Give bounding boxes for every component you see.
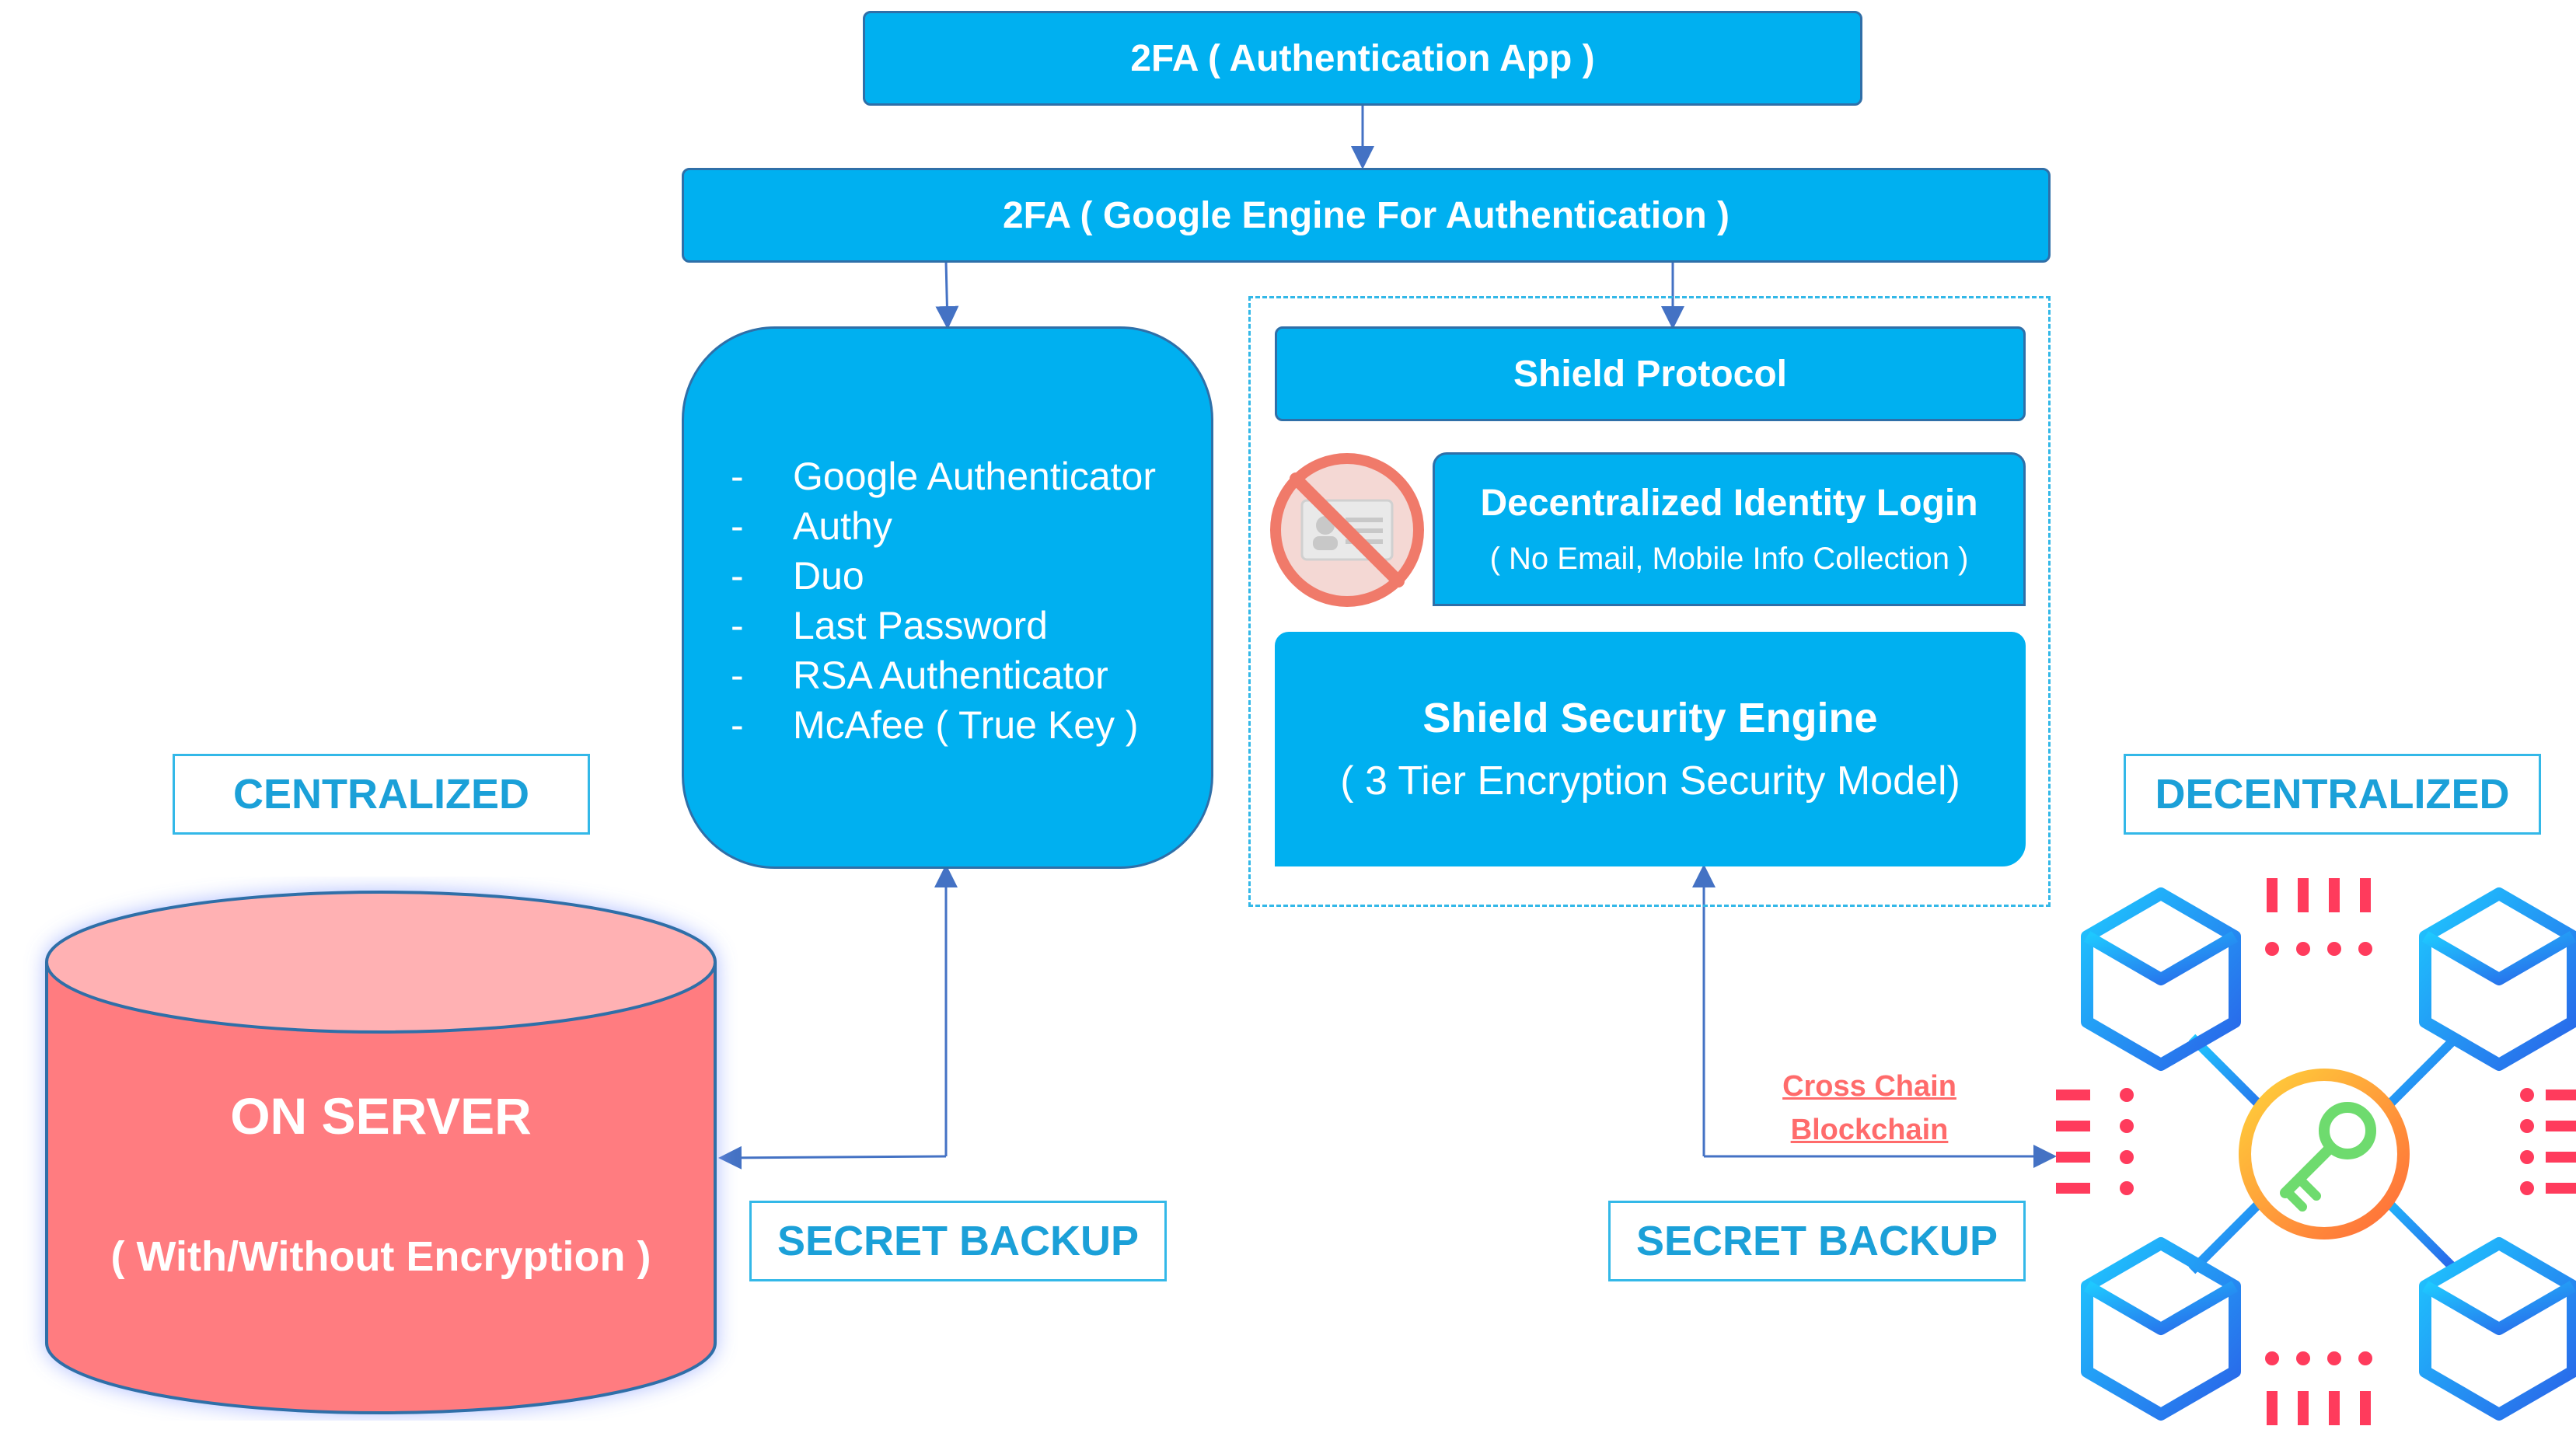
- authenticator-name: Google Authenticator: [793, 455, 1156, 498]
- list-item: -McAfee ( True Key ): [731, 700, 1156, 750]
- authenticator-name: Last Password: [793, 604, 1048, 647]
- connector-engine-to-list: [935, 260, 959, 329]
- shield-protocol-label: Shield Protocol: [1513, 353, 1788, 395]
- identity-login-box: Decentralized Identity Login ( No Email,…: [1433, 452, 2026, 606]
- centralized-label: CENTRALIZED: [173, 754, 590, 835]
- google-engine-box: 2FA ( Google Engine For Authentication ): [682, 168, 2051, 263]
- server-database-icon: ON SERVER ( With/Without Encryption ): [23, 877, 738, 1421]
- google-engine-label: 2FA ( Google Engine For Authentication ): [1002, 194, 1730, 236]
- list-item: -Last Password: [731, 601, 1156, 650]
- authenticator-name: McAfee ( True Key ): [793, 703, 1139, 747]
- authenticator-name: RSA Authenticator: [793, 654, 1108, 697]
- secret-backup-right-label: SECRET BACKUP: [1608, 1201, 2026, 1281]
- cross-chain-link[interactable]: Cross Chain Blockchain: [1782, 1070, 1956, 1146]
- decentralized-label: DECENTRALIZED: [2124, 754, 2541, 835]
- authenticator-name: Authy: [793, 504, 892, 548]
- security-engine-subtitle: ( 3 Tier Encryption Security Model): [1340, 758, 1960, 804]
- list-item: -Google Authenticator: [731, 452, 1156, 501]
- list-item: -Authy: [731, 501, 1156, 551]
- no-id-card-icon: [1269, 452, 1425, 608]
- shield-group: [1248, 296, 2051, 907]
- shield-protocol-box: Shield Protocol: [1275, 326, 2026, 421]
- top-app-box: 2FA ( Authentication App ): [863, 11, 1862, 106]
- authenticator-list-box: -Google Authenticator -Authy -Duo -Last …: [682, 326, 1213, 869]
- blockchain-key-network-icon: [2052, 874, 2576, 1429]
- server-title: ON SERVER: [230, 1087, 532, 1145]
- authenticator-name: Duo: [793, 554, 864, 598]
- connector-backup-to-server: [718, 1145, 947, 1170]
- identity-login-title: Decentralized Identity Login: [1480, 483, 1978, 524]
- secret-backup-left-label: SECRET BACKUP: [749, 1201, 1167, 1281]
- list-item: -RSA Authenticator: [731, 650, 1156, 700]
- server-subtitle: ( With/Without Encryption ): [110, 1233, 651, 1280]
- top-app-label: 2FA ( Authentication App ): [1130, 37, 1595, 79]
- identity-login-subtitle: ( No Email, Mobile Info Collection ): [1489, 542, 1969, 576]
- security-engine-box: Shield Security Engine ( 3 Tier Encrypti…: [1275, 632, 2026, 866]
- list-item: -Duo: [731, 551, 1156, 601]
- authenticator-list: -Google Authenticator -Authy -Duo -Last …: [731, 452, 1156, 750]
- security-engine-title: Shield Security Engine: [1422, 695, 1878, 741]
